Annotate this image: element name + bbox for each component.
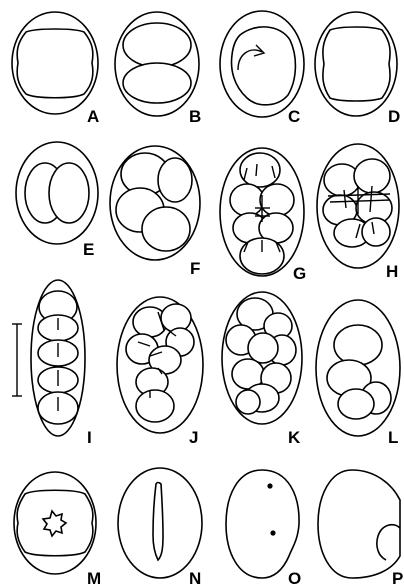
panel-label: I [87, 428, 92, 447]
panel-k: K [222, 292, 302, 447]
one-cell [17, 29, 93, 98]
panel-c: C [220, 11, 304, 126]
panel-i: I [31, 280, 92, 447]
cell-4 [338, 389, 374, 419]
panel-label: E [83, 240, 94, 259]
cell-2 [158, 158, 192, 202]
cell-4 [142, 207, 190, 251]
one-cell [323, 27, 390, 101]
cell-p1 [123, 63, 191, 103]
panel-label: N [189, 569, 201, 588]
cell-3 [260, 184, 294, 216]
cell-5 [248, 333, 278, 363]
panel-e: E [16, 142, 98, 259]
egg-shell [118, 468, 202, 578]
egg-shell [318, 470, 400, 578]
panel-label: D [388, 107, 400, 126]
panel-label: C [288, 107, 300, 126]
panel-label: H [386, 262, 398, 281]
panel-label: B [189, 107, 201, 126]
cell-6 [362, 218, 390, 246]
panel-b: B [115, 12, 201, 126]
panel-label: J [189, 428, 198, 447]
panel-label: K [288, 428, 301, 447]
cell-9 [236, 390, 260, 414]
cell-1 [334, 325, 382, 365]
panel-label: O [288, 569, 301, 588]
cell-dot-upper [267, 483, 272, 488]
panel-a: A [12, 12, 99, 126]
one-cell [232, 27, 296, 105]
panel-g: G [220, 148, 306, 283]
panel-label: A [87, 107, 99, 126]
panel-o: O [226, 470, 301, 588]
panel-n: N [118, 468, 202, 588]
panel-j: J [117, 297, 203, 447]
cell-right [49, 163, 89, 223]
egg-shell [226, 470, 299, 578]
panel-label: L [388, 428, 398, 447]
embryo-slit [153, 483, 163, 561]
cell-7 [136, 390, 174, 422]
cell-2 [230, 184, 264, 216]
embryo-fold [377, 525, 400, 560]
scale-bar [12, 324, 22, 396]
panel-label: P [392, 569, 403, 588]
cell-dot-lower [270, 530, 275, 535]
panel-m: M [14, 472, 101, 588]
panel-label: F [190, 259, 200, 278]
panel-label: G [293, 264, 306, 283]
panel-l: L [316, 300, 400, 447]
cell-ab [123, 23, 191, 67]
panel-p: P [318, 470, 403, 588]
panel-label: M [87, 569, 101, 588]
panel-f: F [110, 146, 200, 278]
panel-d: D [315, 12, 400, 126]
panel-h: H [317, 144, 399, 281]
